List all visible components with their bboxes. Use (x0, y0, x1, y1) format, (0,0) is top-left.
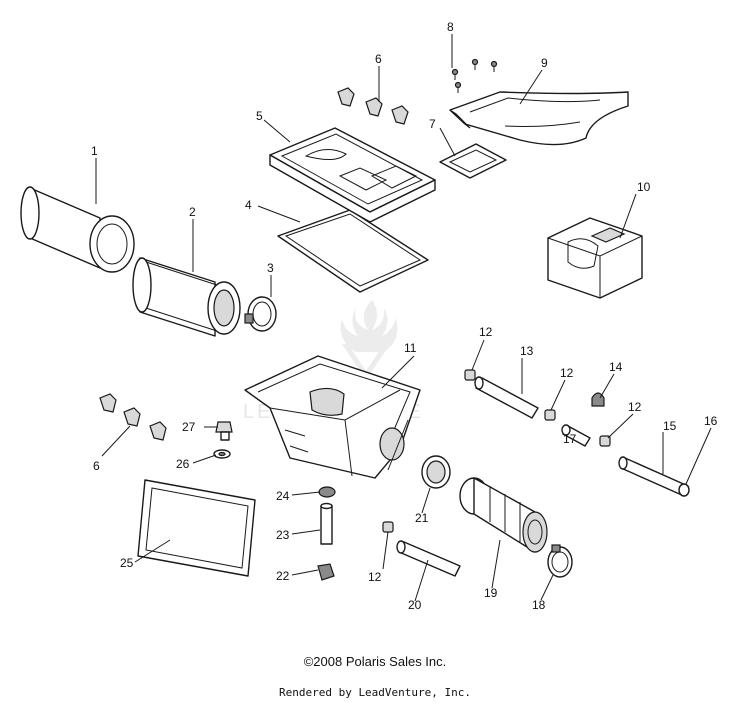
callout-26: 26 (176, 457, 190, 471)
callout-7: 7 (429, 117, 436, 131)
part-19-intake-boot[interactable] (459, 477, 548, 553)
part-26-washer[interactable] (213, 449, 231, 459)
callout-12-upper: 12 (479, 325, 493, 339)
callout-10: 10 (637, 180, 651, 194)
callout-21: 21 (415, 511, 429, 525)
part-12-clip-right[interactable] (599, 435, 611, 447)
part-27-drain-fitting[interactable] (215, 421, 233, 441)
part-12-clip-middle[interactable] (544, 409, 556, 421)
callout-8: 8 (447, 20, 454, 34)
part-12-clip-upper[interactable] (464, 369, 476, 381)
part-11-airbox-base[interactable] (244, 355, 421, 479)
part-2-air-filter[interactable] (132, 257, 241, 337)
callout-23: 23 (276, 528, 290, 542)
callout-11: 11 (404, 341, 417, 355)
part-1-filter-sleeve[interactable] (20, 186, 135, 273)
part-4-gasket[interactable] (277, 209, 429, 293)
callout-17: 17 (563, 432, 577, 446)
callout-9: 9 (541, 56, 548, 70)
part-6-fittings-left[interactable] (99, 393, 167, 441)
callout-20: 20 (408, 598, 422, 612)
part-18-hose-clamp[interactable] (547, 544, 573, 578)
callout-25: 25 (120, 556, 134, 570)
part-3-hose-clamp[interactable] (244, 296, 277, 332)
part-22-elbow[interactable] (317, 563, 335, 581)
part-13-hose[interactable] (474, 376, 539, 419)
part-12-clip-lower[interactable] (382, 521, 394, 533)
callout-4: 4 (245, 198, 252, 212)
callout-labels: 1 2 3 4 5 6 6 7 8 9 10 11 12 12 12 12 13… (91, 20, 718, 612)
callout-12-right: 12 (628, 400, 642, 414)
callout-22: 22 (276, 569, 290, 583)
part-7-cover-plate[interactable] (439, 143, 507, 179)
part-6-fittings-top[interactable] (337, 87, 409, 125)
callout-6-left: 6 (93, 459, 100, 473)
callout-24: 24 (276, 489, 290, 503)
callout-18: 18 (532, 598, 546, 612)
part-16-clip[interactable] (678, 483, 690, 497)
callout-2: 2 (189, 205, 196, 219)
callout-14: 14 (609, 360, 623, 374)
part-21-ring[interactable] (421, 455, 451, 489)
part-20-hose[interactable] (396, 540, 461, 577)
callout-12-lower: 12 (368, 570, 382, 584)
callout-16: 16 (704, 414, 718, 428)
part-9-intake-duct[interactable] (449, 91, 629, 146)
part-10-foam-block[interactable] (547, 217, 643, 299)
callout-5: 5 (256, 109, 263, 123)
callout-19: 19 (484, 586, 498, 600)
rendered-by-text: Rendered by LeadVenture, Inc. (278, 686, 472, 699)
copyright-text: ©2008 Polaris Sales Inc. (303, 654, 447, 669)
callout-1: 1 (91, 144, 98, 158)
part-25-foam-panel[interactable] (137, 479, 256, 577)
part-5-airbox-cover[interactable] (269, 127, 436, 223)
callout-3: 3 (267, 261, 274, 275)
callout-12-middle: 12 (560, 366, 574, 380)
part-15-hose[interactable] (618, 456, 689, 497)
callout-27: 27 (182, 420, 196, 434)
part-8-screws[interactable] (451, 58, 498, 94)
leader-lines (95, 34, 712, 602)
part-23-short-tube[interactable] (320, 502, 333, 545)
callout-13: 13 (520, 344, 534, 358)
callout-6-top: 6 (375, 52, 382, 66)
callout-15: 15 (663, 419, 677, 433)
part-24-small-clamp[interactable] (318, 486, 336, 498)
